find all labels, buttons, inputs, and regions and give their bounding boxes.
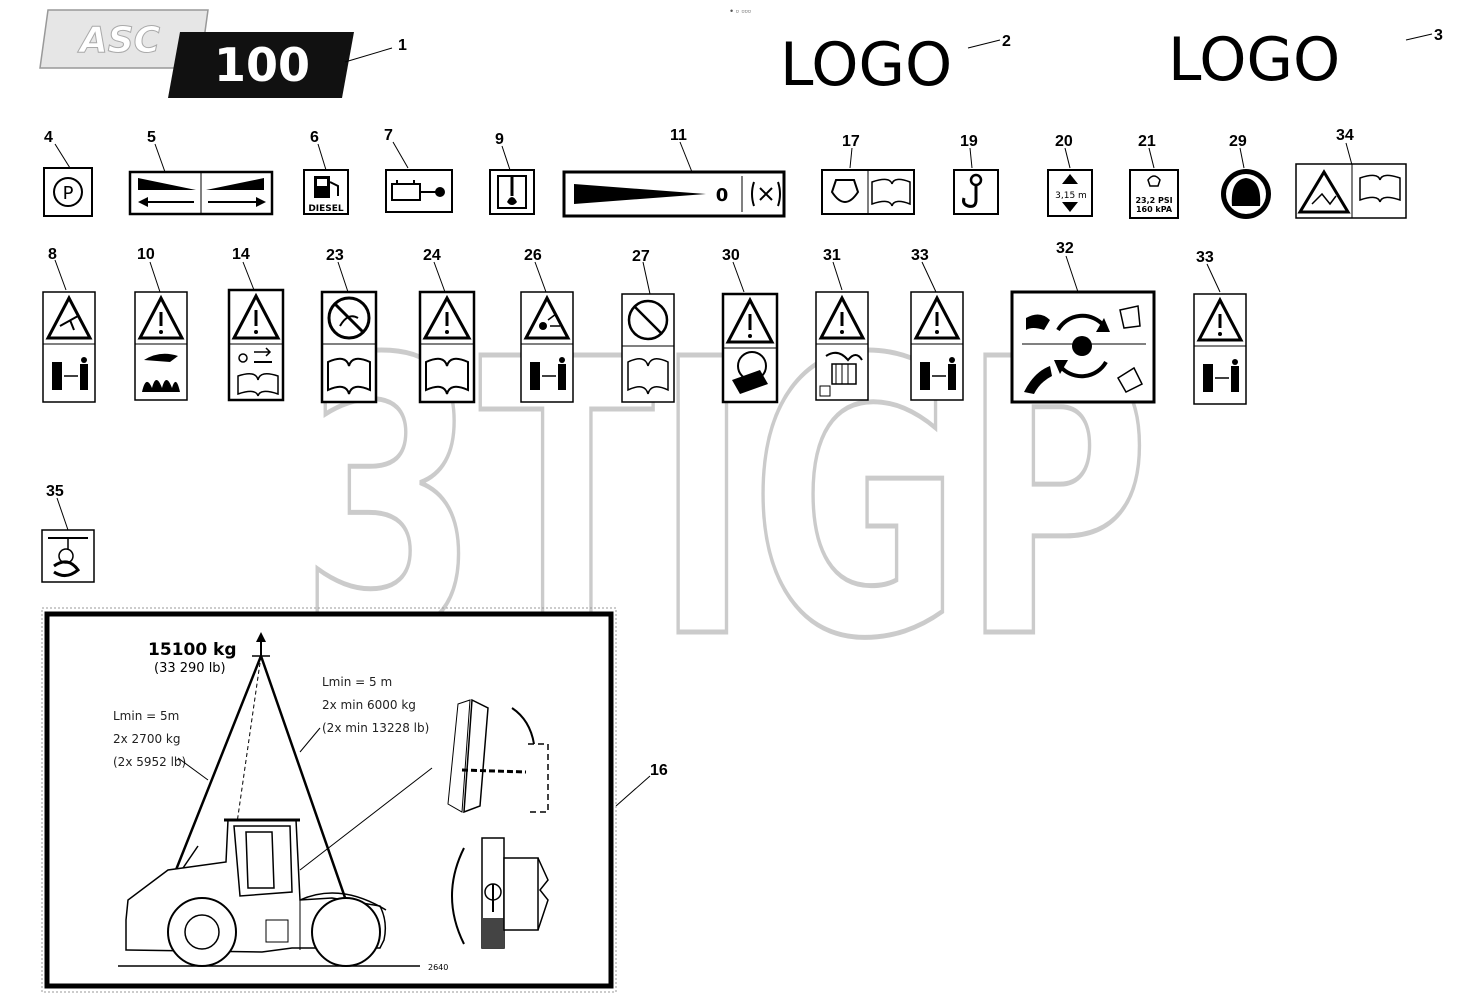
callout-30: 30 — [722, 247, 740, 264]
decal-35-lashing — [41, 529, 95, 583]
callout-29: 29 — [1229, 133, 1247, 150]
decal-19-lift-hook — [953, 169, 999, 215]
decal-26-spray-warning — [520, 291, 574, 403]
callout-2: 2 — [1002, 33, 1011, 50]
decal-14-key-manual — [227, 288, 285, 402]
callout-17: 17 — [842, 133, 860, 150]
callout-numbers: 1 2 3 4 5 6 7 9 11 17 19 20 21 29 34 8 1… — [44, 27, 1443, 779]
decal-31-fan-warning — [815, 291, 869, 401]
callout-3: 3 — [1434, 27, 1443, 44]
callout-14: 14 — [232, 246, 250, 263]
decal-30-crush-warning — [721, 292, 779, 404]
callout-26: 26 — [524, 247, 542, 264]
detail-hitch — [299, 698, 549, 871]
diesel-label: DIESEL — [308, 204, 344, 214]
detail-drum — [451, 837, 549, 949]
left-lmin: Lmin = 5m — [113, 709, 179, 723]
callout-32: 32 — [1056, 240, 1074, 257]
lifting-code: 2640 — [428, 963, 448, 972]
right-lmin: Lmin = 5 m — [322, 675, 392, 689]
callout-5: 5 — [147, 129, 156, 146]
parking-letter: P — [63, 183, 74, 204]
decal-20-height: 3,15 m — [1047, 169, 1093, 217]
total-weight-kg: 15100 kg — [148, 640, 237, 660]
speed-zero-label: 0 — [716, 185, 729, 206]
decal-32-rotation — [1010, 290, 1156, 404]
roller-illustration — [118, 818, 420, 967]
callout-6: 6 — [310, 129, 319, 146]
logo-2: LOGO — [780, 30, 952, 100]
callout-9: 9 — [495, 131, 504, 148]
decal-7-battery — [385, 169, 453, 213]
callout-33a: 33 — [911, 247, 929, 264]
decal-21-tire-pressure: 23,2 PSI 160 kPA — [1129, 169, 1179, 219]
left-load-lb: (2x 5952 lb) — [113, 755, 186, 769]
callout-8: 8 — [48, 246, 57, 263]
total-weight-lb: (33 290 lb) — [154, 661, 226, 676]
decal-9-hydraulic — [489, 169, 535, 215]
callout-1: 1 — [398, 37, 407, 54]
decal-33b-keep-distance — [1193, 293, 1247, 405]
callout-16: 16 — [650, 762, 668, 779]
decal-23-prohibit-manual — [320, 290, 378, 404]
callout-10: 10 — [137, 246, 155, 263]
top-marks: • ▫ ▫▫▫ — [730, 6, 751, 16]
callout-27: 27 — [632, 248, 650, 265]
right-load: 2x min 6000 kg — [322, 698, 416, 712]
callout-11: 11 — [670, 127, 687, 144]
callout-35: 35 — [46, 483, 64, 500]
decal-29-protection — [1221, 169, 1271, 219]
callout-31: 31 — [823, 247, 841, 264]
decal-11-speed: 0 — [562, 170, 786, 218]
model-badge: ASC 100 — [39, 9, 354, 98]
logo-3: LOGO — [1168, 25, 1340, 95]
callout-7: 7 — [384, 127, 393, 144]
callout-23: 23 — [326, 247, 344, 264]
decal-33a-keep-distance — [910, 291, 964, 401]
callout-19: 19 — [960, 133, 978, 150]
decal-17-engine-manual — [821, 169, 915, 215]
left-load: 2x 2700 kg — [113, 732, 180, 746]
decal-6-diesel: DIESEL — [303, 169, 349, 215]
decal-5-direction — [128, 170, 274, 216]
tire-kpa-label: 160 kPA — [1136, 205, 1173, 214]
callout-34: 34 — [1336, 127, 1354, 144]
badge-asc-text: ASC — [77, 20, 161, 61]
callout-4: 4 — [44, 129, 53, 146]
decal-10-hot-surface — [134, 291, 188, 401]
decal-34-warning-manual — [1295, 163, 1407, 219]
badge-model-text: 100 — [214, 38, 310, 92]
decal-27-prohibit-manual — [621, 293, 675, 403]
tire-psi-label: 23,2 PSI — [1135, 196, 1172, 205]
callout-20: 20 — [1055, 133, 1073, 150]
decal-16-lifting: 15100 kg (33 290 lb) Lmin = 5m 2x 2700 k… — [41, 607, 617, 993]
decal-24-warning-manual — [418, 290, 476, 404]
callout-21: 21 — [1138, 133, 1156, 150]
height-label: 3,15 m — [1055, 191, 1087, 201]
right-load-lb: (2x min 13228 lb) — [322, 721, 429, 735]
callout-24: 24 — [423, 247, 441, 264]
leader-lines — [54, 33, 1433, 807]
callout-33b: 33 — [1196, 249, 1214, 266]
decal-4-parking-brake: P — [43, 167, 93, 217]
decal-8-pressure-warning — [42, 291, 96, 403]
